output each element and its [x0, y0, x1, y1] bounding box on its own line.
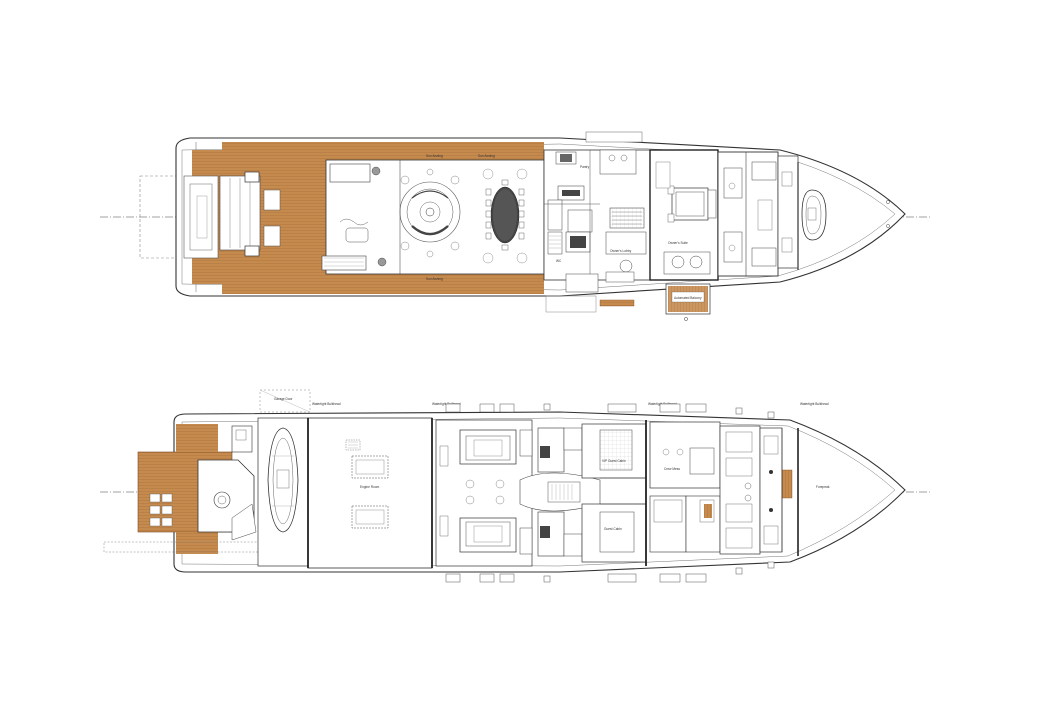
lower-beach-teak-bottom — [176, 532, 218, 554]
lower-engine-room: Engine Room — [307, 417, 433, 569]
upper-deck-plan: Sun Awning Sun Awning Sun Awning — [100, 131, 930, 321]
lower-crew-area: Crew Mess — [649, 421, 799, 556]
upper-aft-loungers — [219, 171, 281, 257]
upper-hull-inner — [181, 143, 896, 291]
upper-panel-bottom-label: Sun Awning — [426, 277, 443, 281]
lower-tender-garage — [257, 417, 309, 567]
lower-beach-teak-top — [176, 424, 218, 452]
lower-engine-starboard — [351, 505, 389, 529]
upper-wc-label: WC — [556, 259, 562, 263]
upper-owner-suite: Owner's Suite Automated Balcony — [649, 149, 719, 321]
upper-transom-steps — [183, 175, 219, 259]
upper-transom-core — [196, 195, 208, 239]
lower-guest-block-aft — [435, 419, 533, 567]
upper-owner-lobby-label: Owner's Lobby — [610, 249, 632, 253]
lower-beach-steps — [149, 493, 173, 527]
upper-balcony-label: Automated Balcony — [674, 296, 702, 300]
lower-beach-spa-inner — [217, 495, 227, 505]
upper-owner-suite-label: Owner's Suite — [668, 241, 688, 245]
upper-pantry-block: Pantry Owner's Lobby WC — [543, 131, 651, 313]
lower-beach-seat — [231, 503, 257, 541]
upper-bow-tender — [801, 189, 890, 241]
lower-bulkhead-1-label: Watertight Bulkhead — [312, 402, 341, 406]
lower-hull-inner — [181, 417, 896, 567]
upper-panel-left-label: Sun Awning — [478, 154, 495, 158]
lower-guest-1-label: VIP Guest Cabin — [602, 459, 626, 463]
lower-engine-room-label: Engine Room — [360, 485, 380, 489]
lower-garage-door-outline — [259, 389, 311, 413]
upper-dining-table — [482, 168, 528, 264]
upper-forward-cabins — [717, 151, 799, 277]
upper-transom-inner — [189, 183, 213, 251]
upper-round-lounge — [399, 168, 461, 258]
upper-panel-top-label: Sun Awning — [426, 154, 443, 158]
lower-guest-block-mid: VIP Guest Cabin Guest Cabin — [581, 420, 647, 566]
upper-bar-area — [321, 163, 387, 271]
lower-garage-door-diag — [259, 389, 311, 413]
upper-pantry-label: Pantry — [580, 165, 590, 169]
lower-deck-plan: Garage Door — [100, 389, 930, 583]
lower-garage-door-label: Garage Door — [274, 397, 293, 401]
lower-guest-2-label: Guest Cabin — [604, 527, 622, 531]
lower-engine-port — [351, 455, 389, 479]
lower-bulkhead-4-label: Watertight Bulkhead — [800, 402, 829, 406]
lower-crew-label: Crew Mess — [664, 467, 680, 471]
lower-deck-fittings — [445, 403, 775, 583]
lower-beach-wc-fixture — [235, 429, 247, 441]
lower-central-lobby — [519, 427, 601, 557]
lower-forepeak-label: Forepeak — [816, 485, 830, 489]
